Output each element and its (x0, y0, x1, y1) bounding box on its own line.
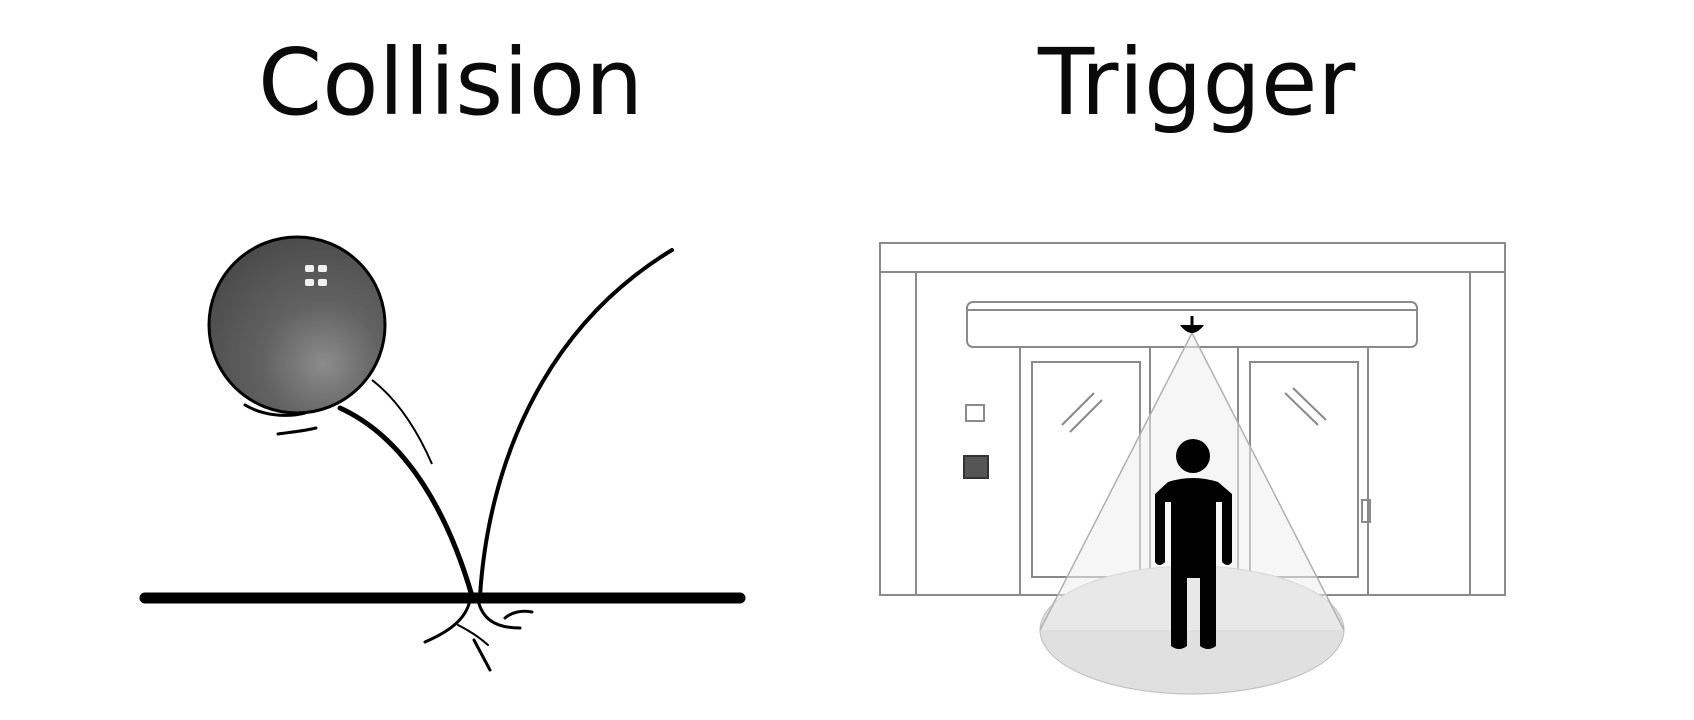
ball (207, 235, 387, 415)
trigger-title: Trigger (1038, 29, 1356, 136)
motion-mark (276, 426, 318, 436)
ball-highlight (318, 265, 327, 272)
ball-highlight (318, 279, 327, 286)
motion-sensor (1180, 325, 1204, 333)
trajectory-down-line (337, 405, 475, 599)
motion-streak-line (371, 379, 433, 465)
impact-mark (472, 638, 492, 672)
ball-highlight (305, 265, 314, 272)
keypad (963, 455, 989, 479)
wall-switch (965, 404, 985, 422)
impact-mark (423, 598, 472, 644)
trajectory-up-line (478, 248, 674, 598)
impact-mark (503, 609, 534, 620)
person-icon (1155, 439, 1232, 649)
ball-highlight (305, 279, 314, 286)
collision-title: Collision (258, 29, 644, 136)
impact-mark (476, 598, 522, 630)
impact-mark (457, 624, 489, 646)
